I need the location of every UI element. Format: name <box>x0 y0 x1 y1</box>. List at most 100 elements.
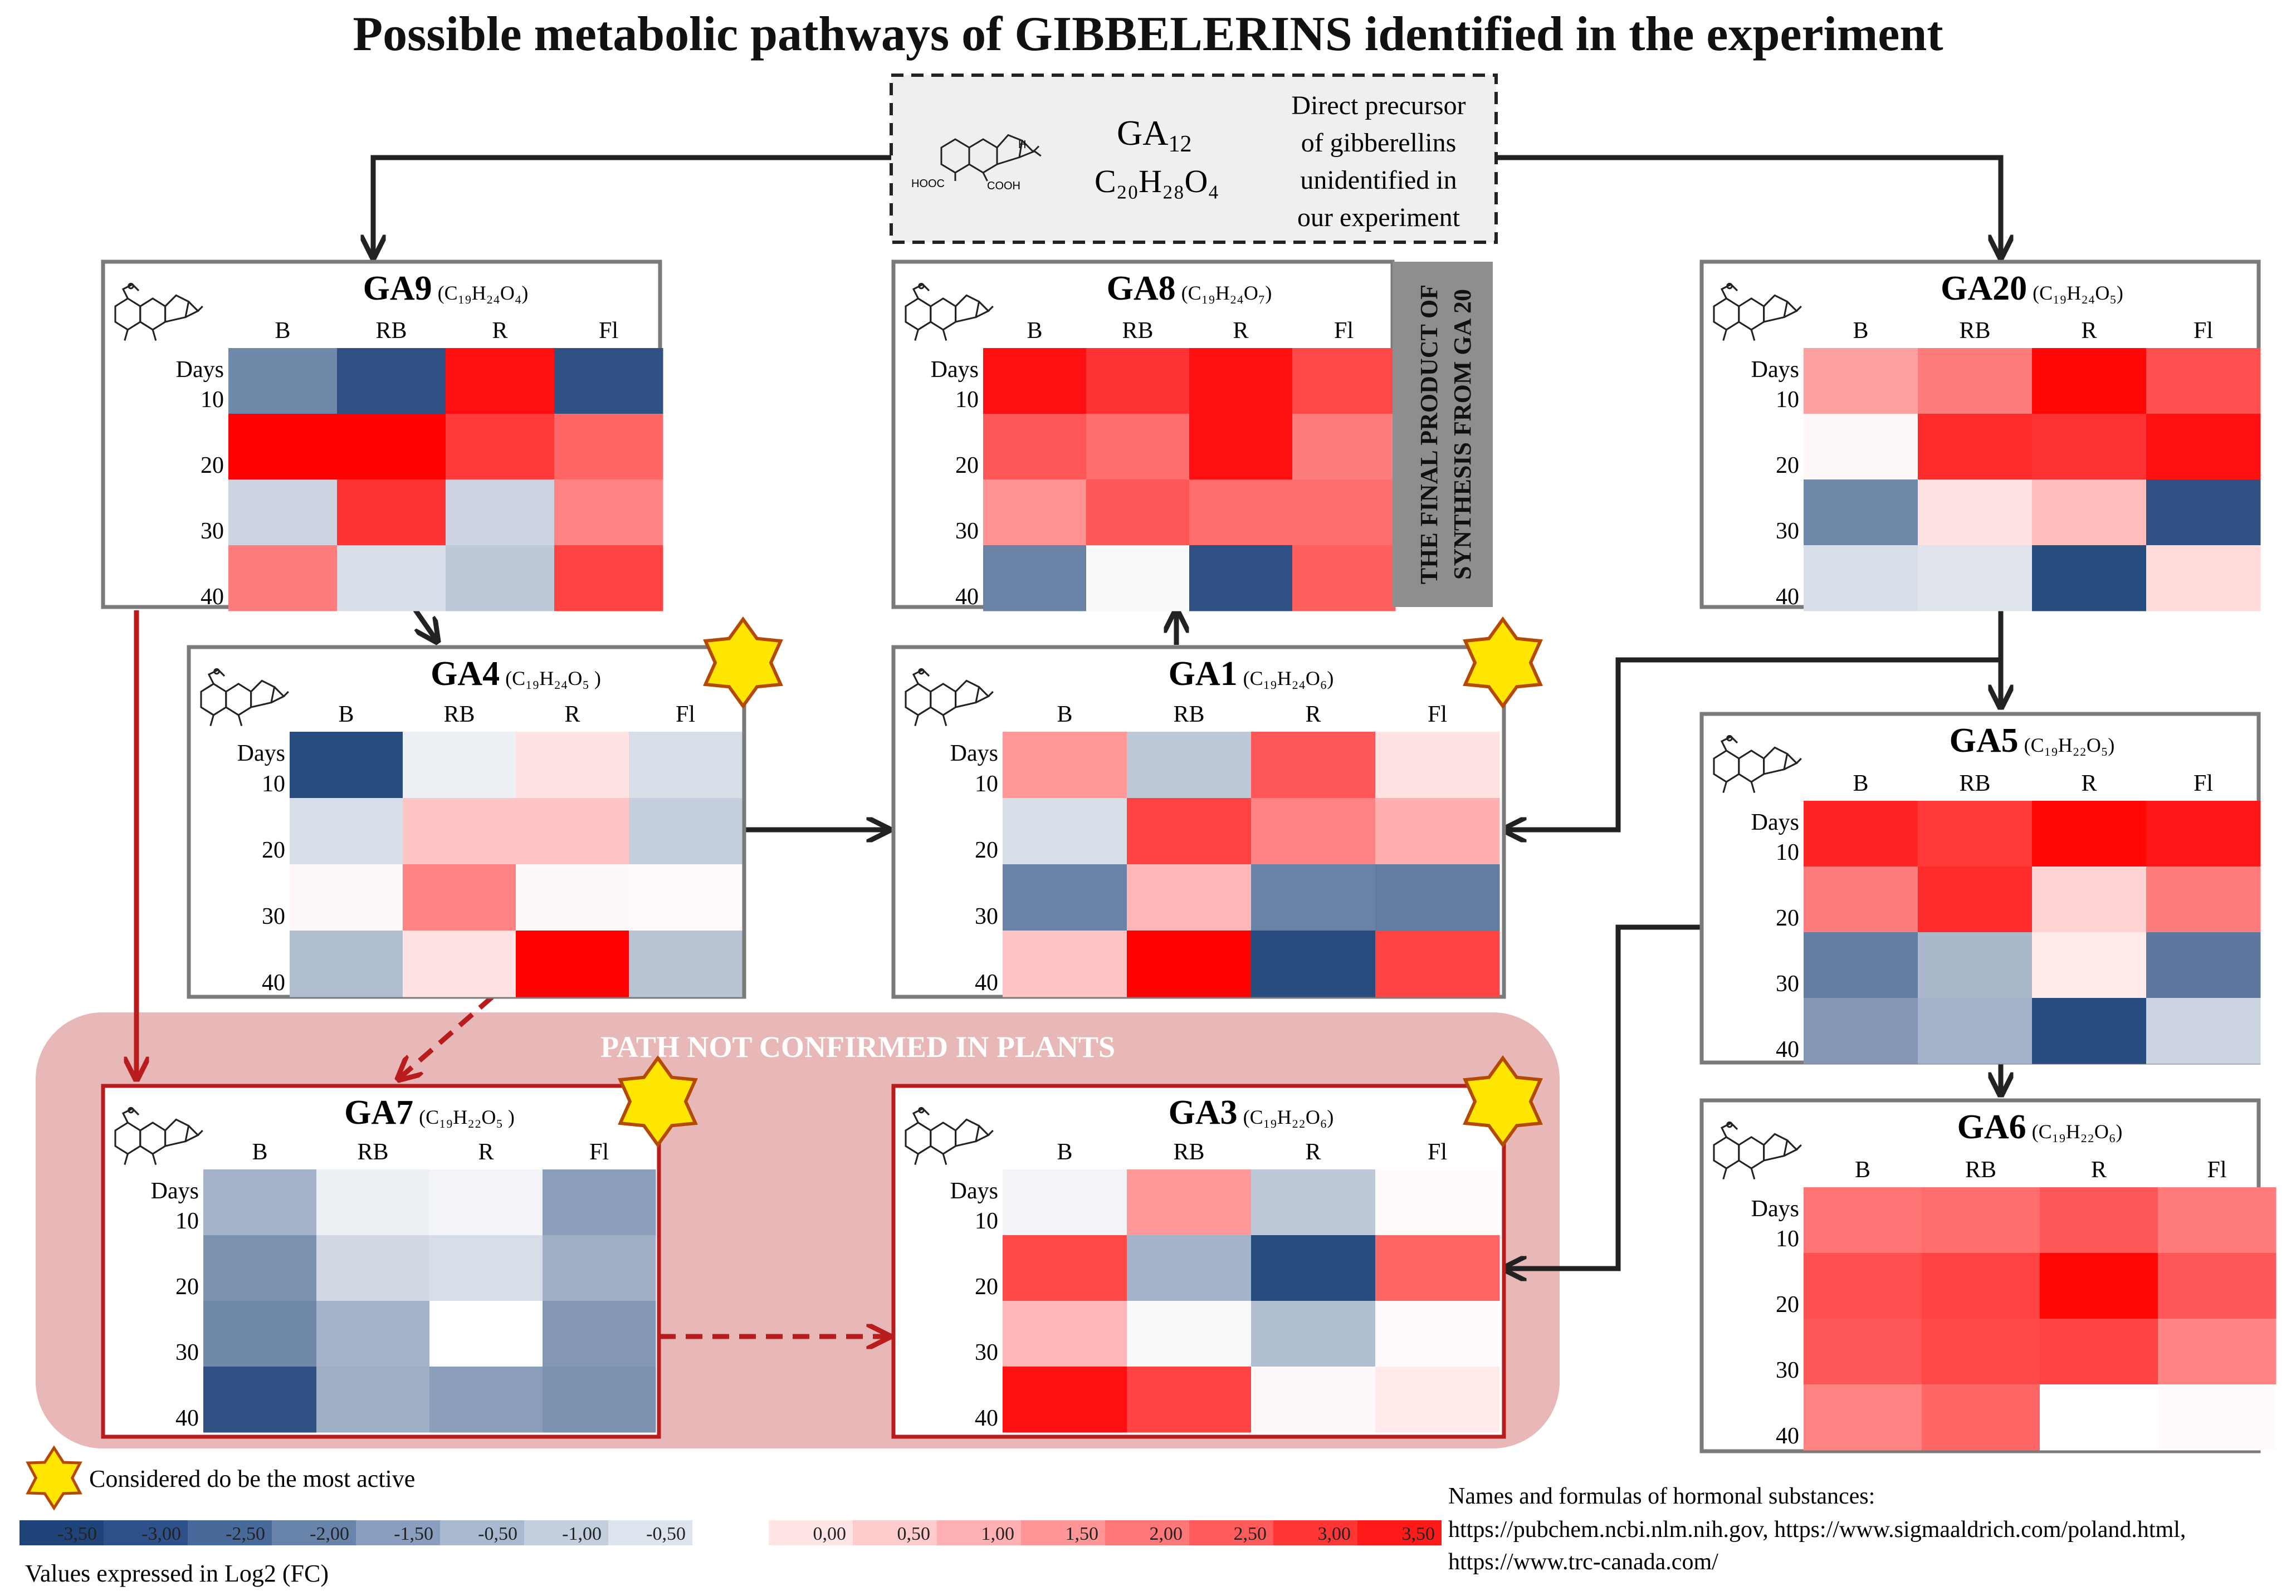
legend-swatch <box>937 1520 1021 1545</box>
days-label: Days <box>1751 810 1799 835</box>
heatmap-cell <box>516 798 629 865</box>
star-icon <box>618 1055 698 1148</box>
heatmap-cell <box>1251 1169 1376 1236</box>
heatmap-cell <box>983 479 1087 546</box>
column-label: B <box>338 702 354 727</box>
heatmap-cell <box>516 931 629 997</box>
molecule-structure-icon <box>1713 735 1802 794</box>
legend-label: -3,50 <box>57 1524 97 1544</box>
heatmap-cell <box>1804 1253 1922 1319</box>
column-label: B <box>1057 702 1072 727</box>
heatmap-cell <box>429 1235 543 1301</box>
heatmap-cell <box>2158 1187 2277 1254</box>
heatmap-cell <box>1086 414 1190 480</box>
column-label: RB <box>1959 771 1990 796</box>
row-label: 20 <box>175 1274 199 1300</box>
legend-swatch <box>188 1520 272 1545</box>
legend-label: 0,00 <box>813 1524 847 1544</box>
heatmap-cell <box>2146 414 2261 480</box>
heatmap-cell <box>2146 801 2261 867</box>
column-label: R <box>1233 318 1248 344</box>
column-label: R <box>2081 318 2097 344</box>
arrow-ga5-to-ga3 <box>1504 924 1702 1269</box>
final-product-note-line: THE FINAL PRODUCT OF <box>1415 285 1443 584</box>
column-label: R <box>478 1139 494 1165</box>
panel-formula: (C₁₉H₂₂O₆) <box>1243 1106 1334 1128</box>
heatmap-cell <box>2146 545 2261 611</box>
heatmap-cell <box>1804 348 1918 414</box>
precursor-note: Direct precursor of gibberellins unident… <box>1291 91 1465 232</box>
column-label: B <box>1855 1157 1870 1183</box>
panel-name: GA7 <box>344 1094 413 1132</box>
column-label: R <box>2081 771 2097 796</box>
column-label: R <box>492 318 507 344</box>
heatmap-cell <box>316 1169 430 1236</box>
row-label: 10 <box>955 387 979 413</box>
days-label: Days <box>931 357 979 383</box>
legend-swatch <box>1189 1520 1273 1545</box>
days-label: Days <box>950 741 998 766</box>
column-label: RB <box>375 318 407 344</box>
days-label: Days <box>176 357 224 383</box>
heatmap-cell <box>543 1169 656 1236</box>
heatmap-cell <box>1003 864 1127 931</box>
column-label: R <box>2091 1157 2107 1183</box>
heatmap-cell <box>1189 479 1293 546</box>
panel-title: GA20(C₁₉H₂₄O₅) <box>1941 270 2123 307</box>
heatmap-cell <box>1251 1235 1376 1301</box>
heatmap-cell <box>1804 1384 1922 1451</box>
column-label: B <box>275 318 290 344</box>
legend-label: 1,50 <box>1066 1524 1099 1544</box>
panel-name: GA4 <box>431 655 500 693</box>
heatmap-cell <box>983 414 1087 480</box>
panel-name: GA3 <box>1169 1094 1238 1132</box>
star-legend-label: Considered do be the most active <box>89 1465 415 1492</box>
heatmap-cell <box>1375 931 1500 997</box>
heatmap-cell <box>1375 732 1500 799</box>
molecule-structure-icon <box>114 282 203 341</box>
legend-label: -2,00 <box>310 1524 349 1544</box>
legend-label: 0,50 <box>897 1524 931 1544</box>
row-label: 10 <box>1776 1226 1799 1252</box>
row-label: 40 <box>262 970 285 996</box>
heatmap-cell <box>1375 1169 1500 1236</box>
heatmap-cell <box>2146 998 2261 1064</box>
heatmap-cell <box>629 732 742 799</box>
panel-name: GA5 <box>1950 722 2019 760</box>
pathway-arrows <box>136 155 2001 1336</box>
heatmap-cell <box>203 1301 317 1367</box>
legend-swatch <box>608 1520 692 1545</box>
days-label: Days <box>950 1178 998 1204</box>
heatmap-cell <box>983 348 1087 414</box>
legend-label: 2,00 <box>1150 1524 1183 1544</box>
heatmap-cell <box>2158 1319 2277 1385</box>
heatmap-cell <box>203 1235 317 1301</box>
column-label: Fl <box>1428 702 1447 727</box>
legend-swatch <box>19 1520 104 1545</box>
row-label: 20 <box>262 838 285 863</box>
molecule-structure-icon <box>200 668 289 727</box>
panel-title: GA5(C₁₉H₂₂O₅) <box>1950 722 2115 760</box>
heatmap-cell <box>203 1169 317 1236</box>
heatmap-cell <box>429 1367 543 1433</box>
heatmap-cell <box>629 798 742 865</box>
arrow-ga12-to-ga20 <box>1496 155 2001 257</box>
legend-label: -0,50 <box>646 1524 686 1544</box>
heatmap-cell <box>228 479 338 546</box>
heatmap-cell <box>316 1367 430 1433</box>
legend-swatch <box>769 1520 853 1545</box>
precursor-note-line: of gibberellins <box>1301 128 1457 158</box>
heatmap-cell <box>1804 1187 1922 1254</box>
unconfirmed-path-label: PATH NOT CONFIRMED IN PLANTS <box>600 1030 1115 1064</box>
heatmap-cell <box>1918 801 2033 867</box>
sources-line: https://pubchem.ncbi.nlm.nih.gov, https:… <box>1448 1517 2186 1543</box>
column-label: B <box>1853 771 1868 796</box>
heatmap-cell <box>1127 798 1252 865</box>
legend-label: -1,00 <box>562 1524 602 1544</box>
